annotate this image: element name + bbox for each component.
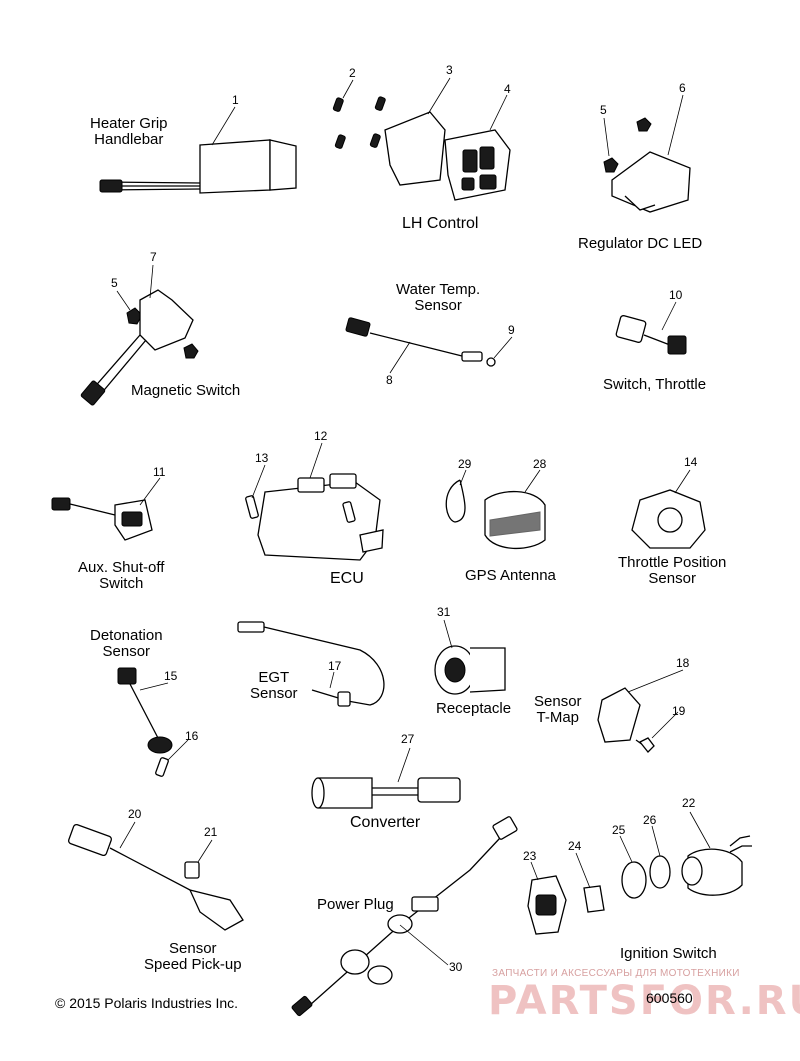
callout-9: 9 xyxy=(508,323,515,337)
gps-antenna xyxy=(445,469,546,550)
callout-6: 6 xyxy=(679,81,686,95)
callout-24: 24 xyxy=(568,839,582,853)
callout-23: 23 xyxy=(523,849,537,863)
receptacle-title: Receptacle xyxy=(436,700,512,717)
callout-11: 11 xyxy=(153,465,166,479)
callout-21: 21 xyxy=(204,825,218,839)
regulator-title: Regulator DC LED xyxy=(578,235,703,252)
regulator-dc-led xyxy=(603,94,691,213)
water-temp-sensor xyxy=(345,317,513,374)
speed-pickup-title: Sensor Speed Pick-up xyxy=(144,940,242,973)
callout-31: 31 xyxy=(437,605,451,619)
callout-25: 25 xyxy=(612,823,626,837)
callout-15: 15 xyxy=(164,669,178,683)
lh-control-screws xyxy=(332,79,386,149)
callout-28: 28 xyxy=(533,457,547,471)
heater-grip-title: Heater Grip Handlebar xyxy=(90,115,168,148)
receptacle xyxy=(434,619,506,695)
callout-8: 8 xyxy=(386,373,393,387)
aux-shutoff-switch xyxy=(51,477,161,541)
callout-26: 26 xyxy=(643,813,657,827)
throttle-position-title: Throttle Position Sensor xyxy=(618,554,727,587)
magnetic-switch xyxy=(80,264,199,406)
callout-30: 30 xyxy=(449,960,463,974)
water-temp-title: Water Temp. Sensor xyxy=(396,281,481,314)
callout-5-magnetic: 5 xyxy=(111,276,118,290)
callout-12: 12 xyxy=(314,429,328,443)
aux-shutoff-title: Aux. Shut-off Switch xyxy=(78,559,165,592)
egt-sensor xyxy=(237,621,385,707)
detonation-title: Detonation Sensor xyxy=(90,627,163,660)
lh-control-title: LH Control xyxy=(402,215,479,232)
callout-4: 4 xyxy=(504,82,511,96)
throttle-position-sensor xyxy=(631,469,706,549)
magnetic-switch-title: Magnetic Switch xyxy=(131,382,241,399)
gps-antenna-title: GPS Antenna xyxy=(465,567,556,584)
callout-19: 19 xyxy=(672,704,686,718)
power-plug xyxy=(291,816,518,1017)
callout-10: 10 xyxy=(669,288,683,302)
watermark-tagline: ЗАПЧАСТИ И АКСЕССУАРЫ ДЛЯ МОТОТЕХНИКИ xyxy=(492,968,740,979)
callout-1: 1 xyxy=(232,93,239,107)
ignition-title: Ignition Switch xyxy=(620,945,717,962)
ecu xyxy=(245,442,384,561)
ignition-switch xyxy=(527,811,752,935)
callout-29: 29 xyxy=(458,457,472,471)
copyright-notice: © 2015 Polaris Industries Inc. xyxy=(55,995,239,1011)
callout-2: 2 xyxy=(349,66,356,80)
callout-22: 22 xyxy=(682,796,696,810)
power-plug-title: Power Plug xyxy=(317,896,394,913)
lh-control-housing xyxy=(384,77,451,186)
converter-title: Converter xyxy=(350,814,421,831)
callout-16: 16 xyxy=(185,729,199,743)
callout-5-regulator: 5 xyxy=(600,103,607,117)
sensor-tmap xyxy=(597,669,684,753)
callout-18: 18 xyxy=(676,656,690,670)
egt-title: EGT Sensor xyxy=(250,669,298,702)
converter xyxy=(311,747,461,809)
sensor-speed-pickup xyxy=(67,821,244,931)
callout-3: 3 xyxy=(446,63,453,77)
heater-grip-handlebar xyxy=(99,106,297,194)
callout-27: 27 xyxy=(401,732,415,746)
ecu-title: ECU xyxy=(330,570,364,587)
callout-13: 13 xyxy=(255,451,269,465)
lh-control-switch xyxy=(444,94,511,201)
watermark-brand-logo: PARTSFOR.RU xyxy=(488,978,800,1024)
callout-17: 17 xyxy=(328,659,342,673)
detonation-sensor xyxy=(117,667,189,777)
switch-throttle-title: Switch, Throttle xyxy=(603,376,707,393)
switch-throttle xyxy=(615,301,687,355)
drawing-number: 600560 xyxy=(646,990,693,1006)
callout-7: 7 xyxy=(150,250,157,264)
callout-20: 20 xyxy=(128,807,142,821)
callout-14: 14 xyxy=(684,455,698,469)
tmap-title: Sensor T-Map xyxy=(534,693,582,726)
